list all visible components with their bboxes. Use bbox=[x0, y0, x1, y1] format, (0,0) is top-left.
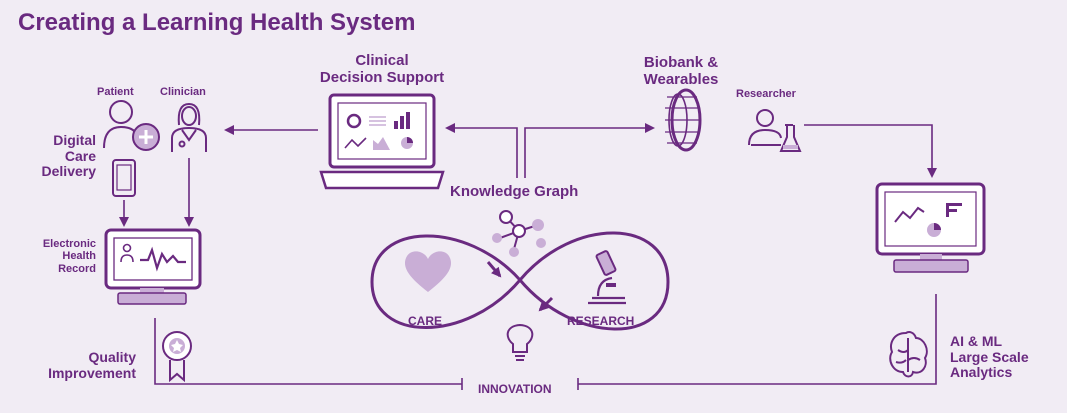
biobank-ring-icon bbox=[665, 88, 702, 152]
lightbulb-icon bbox=[506, 323, 534, 361]
biobank-wearables-label: Biobank & Wearables bbox=[643, 54, 719, 88]
ehr-monitor-icon bbox=[104, 228, 202, 305]
digital-care-delivery-label: Digital Care Delivery bbox=[41, 132, 96, 180]
knowledge-graph-icon bbox=[492, 210, 546, 257]
connectors bbox=[119, 123, 937, 390]
researcher-icon bbox=[748, 109, 802, 152]
patient-label: Patient bbox=[97, 86, 134, 98]
research-label: RESEARCH bbox=[567, 314, 635, 328]
bottom-line-left bbox=[154, 318, 462, 385]
award-ribbon-icon bbox=[162, 331, 192, 383]
brain-icon bbox=[889, 331, 928, 378]
researcher-label: Researcher bbox=[736, 88, 796, 100]
analytics-monitor-icon bbox=[875, 182, 986, 273]
page-title: Creating a Learning Health System bbox=[18, 9, 416, 36]
ai-ml-analytics-label: AI & ML Large Scale Analytics bbox=[950, 333, 1029, 381]
arrow-kg-to-biobank bbox=[524, 123, 655, 178]
clinician-icon bbox=[171, 102, 207, 152]
innovation-label: INNOVATION bbox=[478, 382, 552, 396]
knowledge-graph-label: Knowledge Graph bbox=[450, 183, 579, 200]
patient-icon bbox=[103, 100, 160, 151]
electronic-health-record-label: Electronic Health Record bbox=[42, 238, 96, 275]
clinical-decision-support-label: Clinical Decision Support bbox=[319, 52, 445, 86]
laptop-dashboard-icon bbox=[319, 93, 445, 190]
infinity-loop-icon bbox=[370, 231, 670, 331]
microscope-icon bbox=[588, 250, 626, 305]
care-label: CARE bbox=[408, 314, 443, 328]
heart-icon bbox=[404, 251, 452, 292]
arrow-researcher-to-analytics bbox=[804, 124, 937, 178]
smartphone-icon bbox=[112, 159, 136, 197]
arrow-kg-to-cds bbox=[445, 123, 518, 178]
clinician-label: Clinician bbox=[160, 86, 206, 98]
quality-improvement-label: Quality Improvement bbox=[48, 349, 136, 381]
bottom-line-right bbox=[578, 294, 937, 385]
